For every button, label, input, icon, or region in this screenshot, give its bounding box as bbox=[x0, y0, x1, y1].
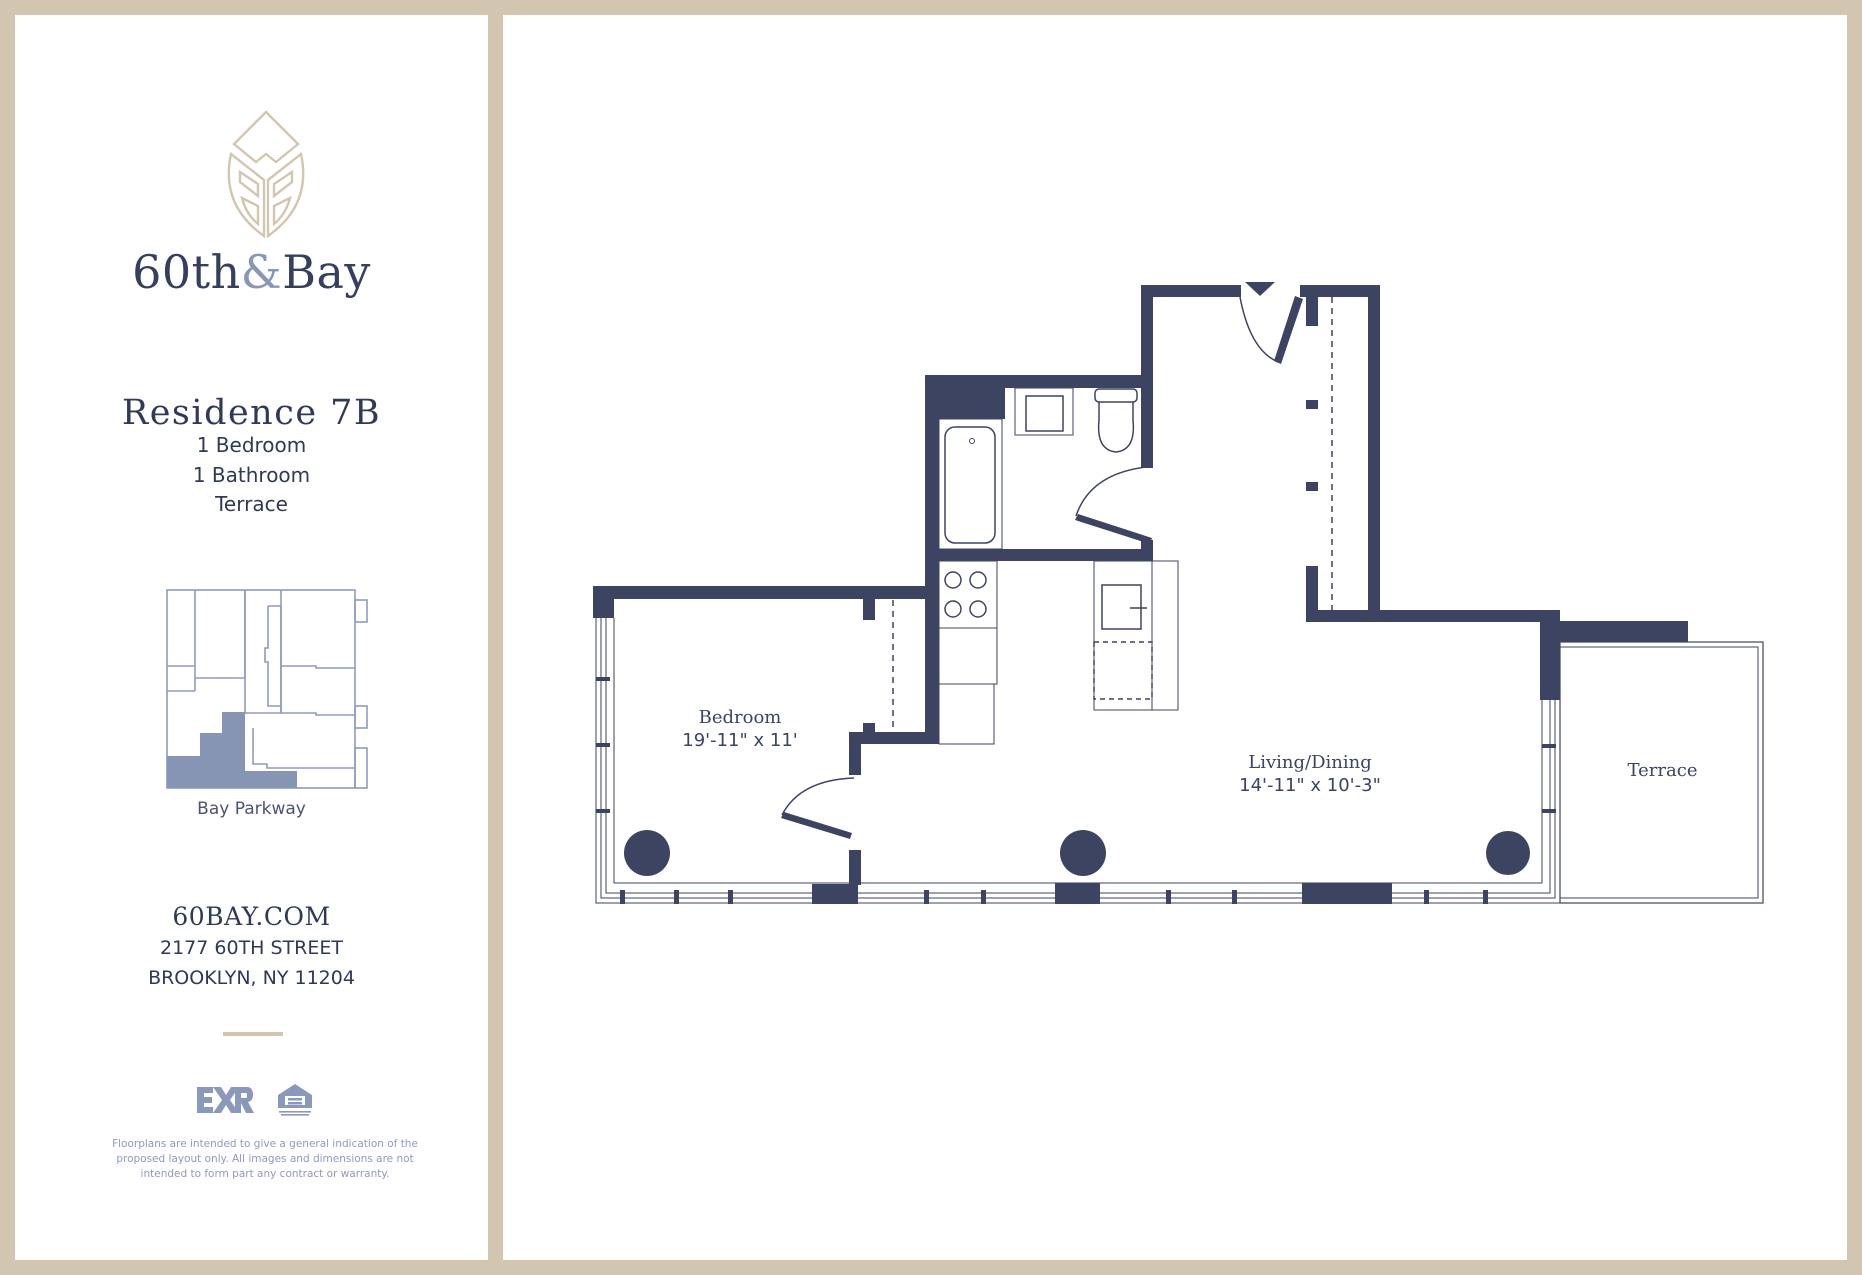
info-panel: 60th&Bay Residence 7B 1 Bedroom 1 Bathro… bbox=[15, 15, 488, 1260]
brand-name-part2: Bay bbox=[282, 245, 371, 299]
feature-bathrooms: 1 Bathroom bbox=[192, 463, 311, 487]
brand-name-part1: 60th bbox=[132, 245, 241, 299]
room-name: Terrace bbox=[1627, 760, 1698, 781]
room-label-bedroom: Bedroom 19'-11" x 11' bbox=[660, 707, 820, 751]
address-line2: BROOKLYN, NY 11204 bbox=[148, 967, 355, 989]
exr-logo-icon bbox=[197, 1087, 254, 1113]
room-label-terrace: Terrace bbox=[1600, 760, 1725, 781]
brand-ampersand: & bbox=[240, 245, 283, 299]
key-plan-street-label: Bay Parkway bbox=[197, 799, 306, 819]
residence-title: Residence 7B bbox=[121, 393, 382, 433]
disclaimer-text: Floorplans are intended to give a genera… bbox=[112, 1138, 418, 1180]
feature-bedrooms: 1 Bedroom bbox=[196, 433, 307, 457]
address-line1: 2177 60TH STREET bbox=[160, 937, 343, 959]
room-dimensions: 14'-11" x 10'-3" bbox=[1239, 775, 1381, 796]
floorplan-panel bbox=[503, 15, 1847, 1260]
brand-wordmark: 60th&Bay bbox=[15, 245, 488, 299]
room-dimensions: 19'-11" x 11' bbox=[682, 730, 798, 751]
room-label-living-dining: Living/Dining 14'-11" x 10'-3" bbox=[1220, 752, 1400, 796]
room-name: Bedroom bbox=[698, 707, 782, 728]
divider-rule bbox=[223, 1032, 283, 1036]
feature-terrace: Terrace bbox=[215, 492, 288, 516]
key-plan bbox=[166, 589, 368, 789]
room-name: Living/Dining bbox=[1248, 752, 1372, 773]
website-link[interactable]: 60BAY.COM bbox=[172, 902, 331, 931]
leaf-crest-icon bbox=[227, 110, 305, 238]
equal-housing-opportunity-icon bbox=[278, 1084, 312, 1116]
